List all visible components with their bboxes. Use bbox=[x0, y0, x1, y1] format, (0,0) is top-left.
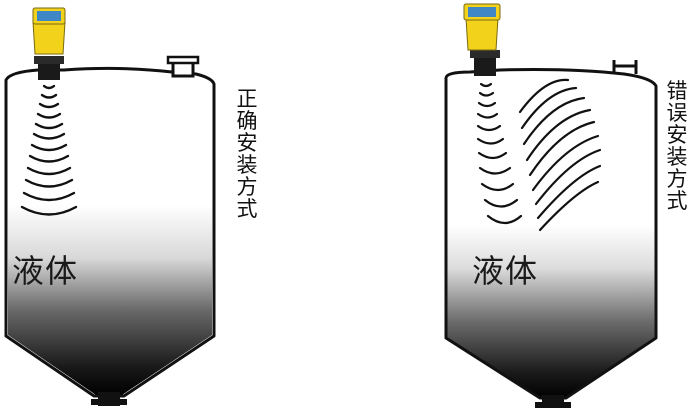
right-side-flange bbox=[612, 60, 638, 74]
right-beam-arcs-reflected bbox=[518, 78, 602, 232]
correct-installation-caption: 正确安装方式 bbox=[234, 88, 260, 220]
right-tank-outline bbox=[444, 68, 658, 400]
caption-char: 误 bbox=[666, 101, 688, 125]
caption-char: 正 bbox=[236, 87, 258, 111]
left-beam-arcs bbox=[20, 84, 78, 216]
caption-char: 方 bbox=[666, 167, 688, 191]
left-radar-sensor bbox=[32, 7, 66, 80]
caption-char: 式 bbox=[236, 197, 258, 221]
caption-char: 安 bbox=[236, 131, 258, 155]
left-liquid-fill bbox=[8, 205, 212, 395]
left-tank-outline bbox=[4, 66, 216, 398]
caption-char: 确 bbox=[236, 109, 258, 133]
caption-char: 安 bbox=[666, 123, 688, 147]
right-liquid-fill bbox=[446, 225, 656, 398]
caption-char: 错 bbox=[666, 79, 688, 103]
right-tank bbox=[444, 3, 658, 408]
left-liquid-label: 液体 bbox=[12, 252, 79, 290]
caption-char: 装 bbox=[236, 153, 258, 177]
right-radar-sensor bbox=[463, 3, 501, 76]
right-liquid-label: 液体 bbox=[472, 252, 539, 290]
caption-char: 式 bbox=[666, 189, 688, 213]
caption-char: 方 bbox=[236, 175, 258, 199]
wrong-installation-caption: 错误安装方式 bbox=[664, 80, 690, 212]
right-beam-arcs-direct bbox=[476, 82, 523, 225]
caption-char: 装 bbox=[666, 145, 688, 169]
left-tank bbox=[4, 7, 216, 406]
